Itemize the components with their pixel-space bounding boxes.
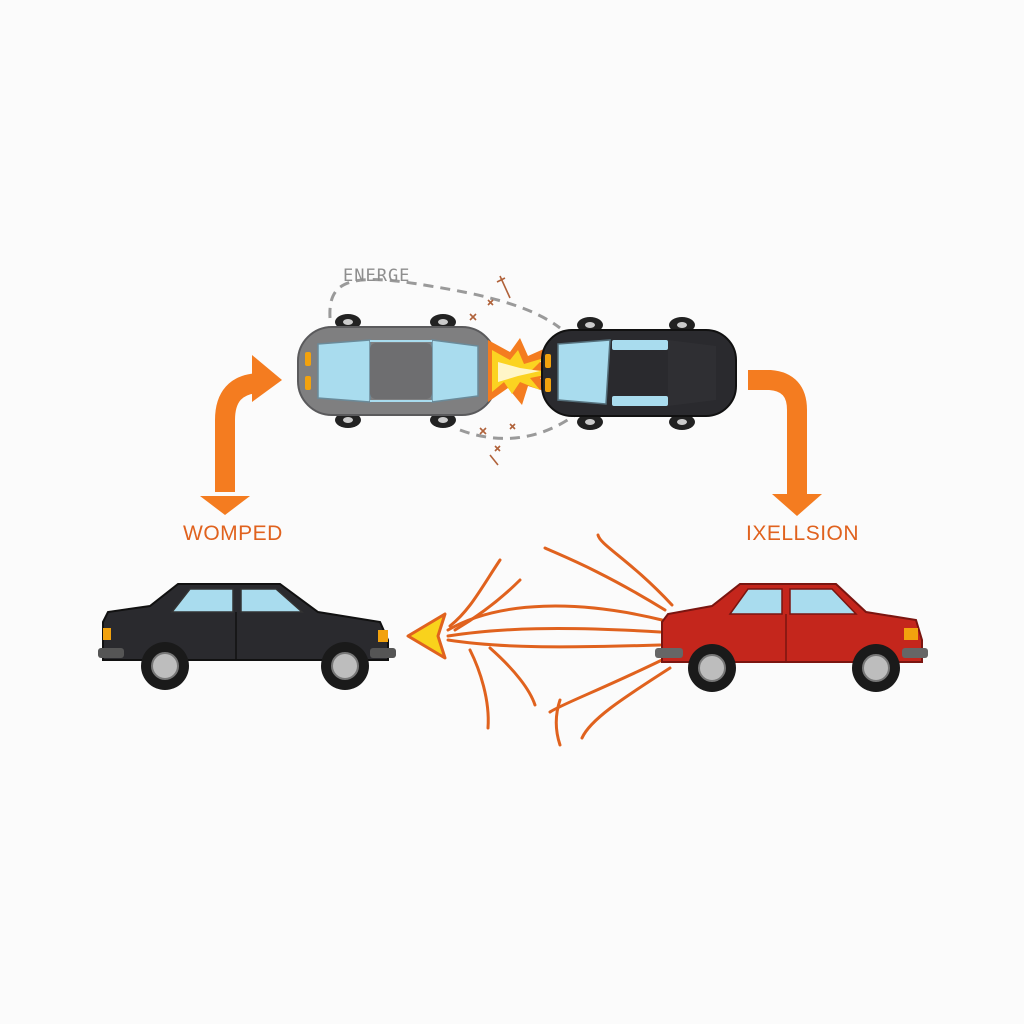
gray-car-top-view-icon [297, 314, 497, 428]
energy-sparks [469, 275, 516, 466]
curved-arrow-down-icon [748, 370, 822, 516]
force-arrowhead-icon [406, 612, 447, 660]
energy-label: ENERGE [343, 266, 411, 286]
black-car-top-view-icon [541, 317, 737, 430]
black-sedan-side-view-icon [98, 583, 396, 690]
collision-burst-icon [488, 338, 585, 405]
energy-dashed-path [328, 278, 576, 440]
red-sedan-side-view-icon [655, 583, 928, 692]
curved-arrow-up-right-icon [200, 355, 282, 515]
force-lines-arrow-icon [446, 533, 674, 747]
left-caption-label: WOMPED [183, 522, 283, 545]
right-caption-label: IXELLSION [746, 522, 860, 545]
